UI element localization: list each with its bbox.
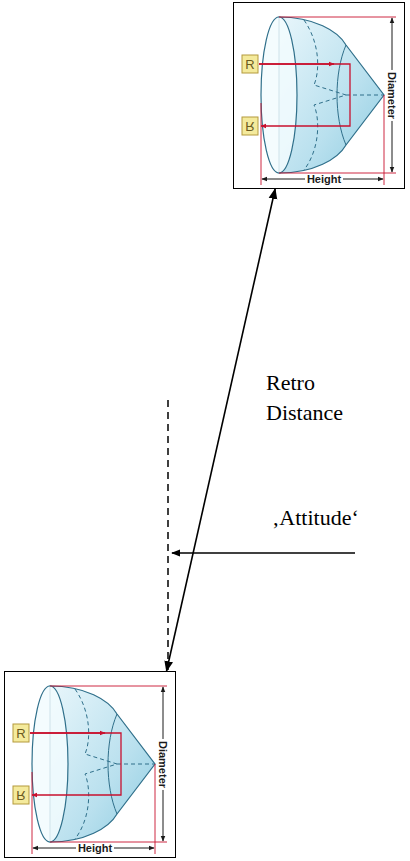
letter-tag xyxy=(242,55,258,73)
entrance-face xyxy=(261,17,297,173)
dimension-label: Height xyxy=(305,174,343,185)
corner-cube-illustration xyxy=(234,3,406,190)
object-letter: R xyxy=(245,58,254,71)
light-ray xyxy=(259,64,350,126)
retroreflector-panel: R R DiameterHeight xyxy=(233,2,405,189)
annotation-label: ‚Attitude‘ xyxy=(272,503,359,533)
image-letter: R xyxy=(16,789,25,802)
letter-tag xyxy=(13,724,29,742)
letter-tag xyxy=(13,786,29,804)
letter-tag xyxy=(242,117,258,135)
ray-arrow xyxy=(259,63,334,64)
corner-cube-illustration xyxy=(5,672,177,859)
distance-arrow xyxy=(167,189,276,671)
image-letter: R xyxy=(245,120,254,133)
hidden-edge xyxy=(75,689,155,839)
entrance-face xyxy=(32,686,68,842)
extension-line xyxy=(32,686,167,854)
retroreflector-panel: R R DiameterHeight xyxy=(4,671,176,858)
attitude-arrow xyxy=(172,552,355,554)
dimension-label: Height xyxy=(76,843,114,854)
dimension-label: Diameter xyxy=(386,69,397,120)
object-letter: R xyxy=(16,727,25,740)
light-ray xyxy=(30,733,121,795)
extension-line xyxy=(261,17,396,185)
dimension-label: Diameter xyxy=(157,738,168,789)
ray-arrow xyxy=(30,732,105,733)
hidden-edge xyxy=(304,20,384,170)
edge-label: Retro Distance xyxy=(266,368,366,427)
reference-axis xyxy=(167,400,169,670)
